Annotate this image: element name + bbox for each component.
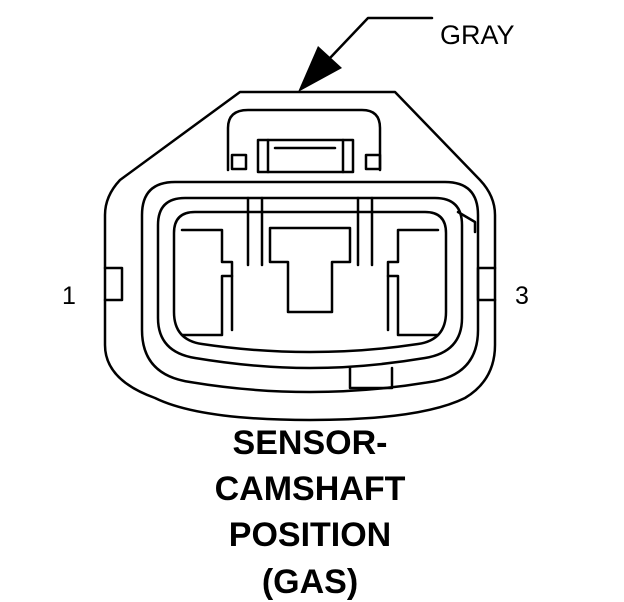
bottom-key-tab bbox=[348, 366, 394, 390]
locking-tab bbox=[226, 108, 382, 172]
caption-line-3: POSITION bbox=[228, 516, 392, 554]
caption-line-1: SENSOR- bbox=[232, 424, 388, 462]
pin-label-left: 1 bbox=[62, 282, 76, 310]
connector-body-ring bbox=[140, 180, 480, 394]
caption-line-4: (GAS) bbox=[261, 563, 359, 601]
pin-label-right: 3 bbox=[515, 282, 529, 310]
connector-housing-outer bbox=[103, 90, 497, 422]
locking-tab-latch bbox=[256, 138, 355, 174]
terminal-cavity-outer bbox=[156, 196, 464, 370]
callout-arrow-icon bbox=[298, 46, 342, 92]
terminal-pin-2 bbox=[268, 226, 352, 314]
terminal-pin-3 bbox=[386, 228, 440, 337]
callout-label: GRAY bbox=[440, 20, 515, 50]
callout-leader-line bbox=[328, 16, 434, 60]
caption-line-2: CAMSHAFT bbox=[214, 470, 406, 508]
terminal-cavity-inner bbox=[172, 210, 448, 354]
terminal-pin-1 bbox=[180, 228, 234, 337]
